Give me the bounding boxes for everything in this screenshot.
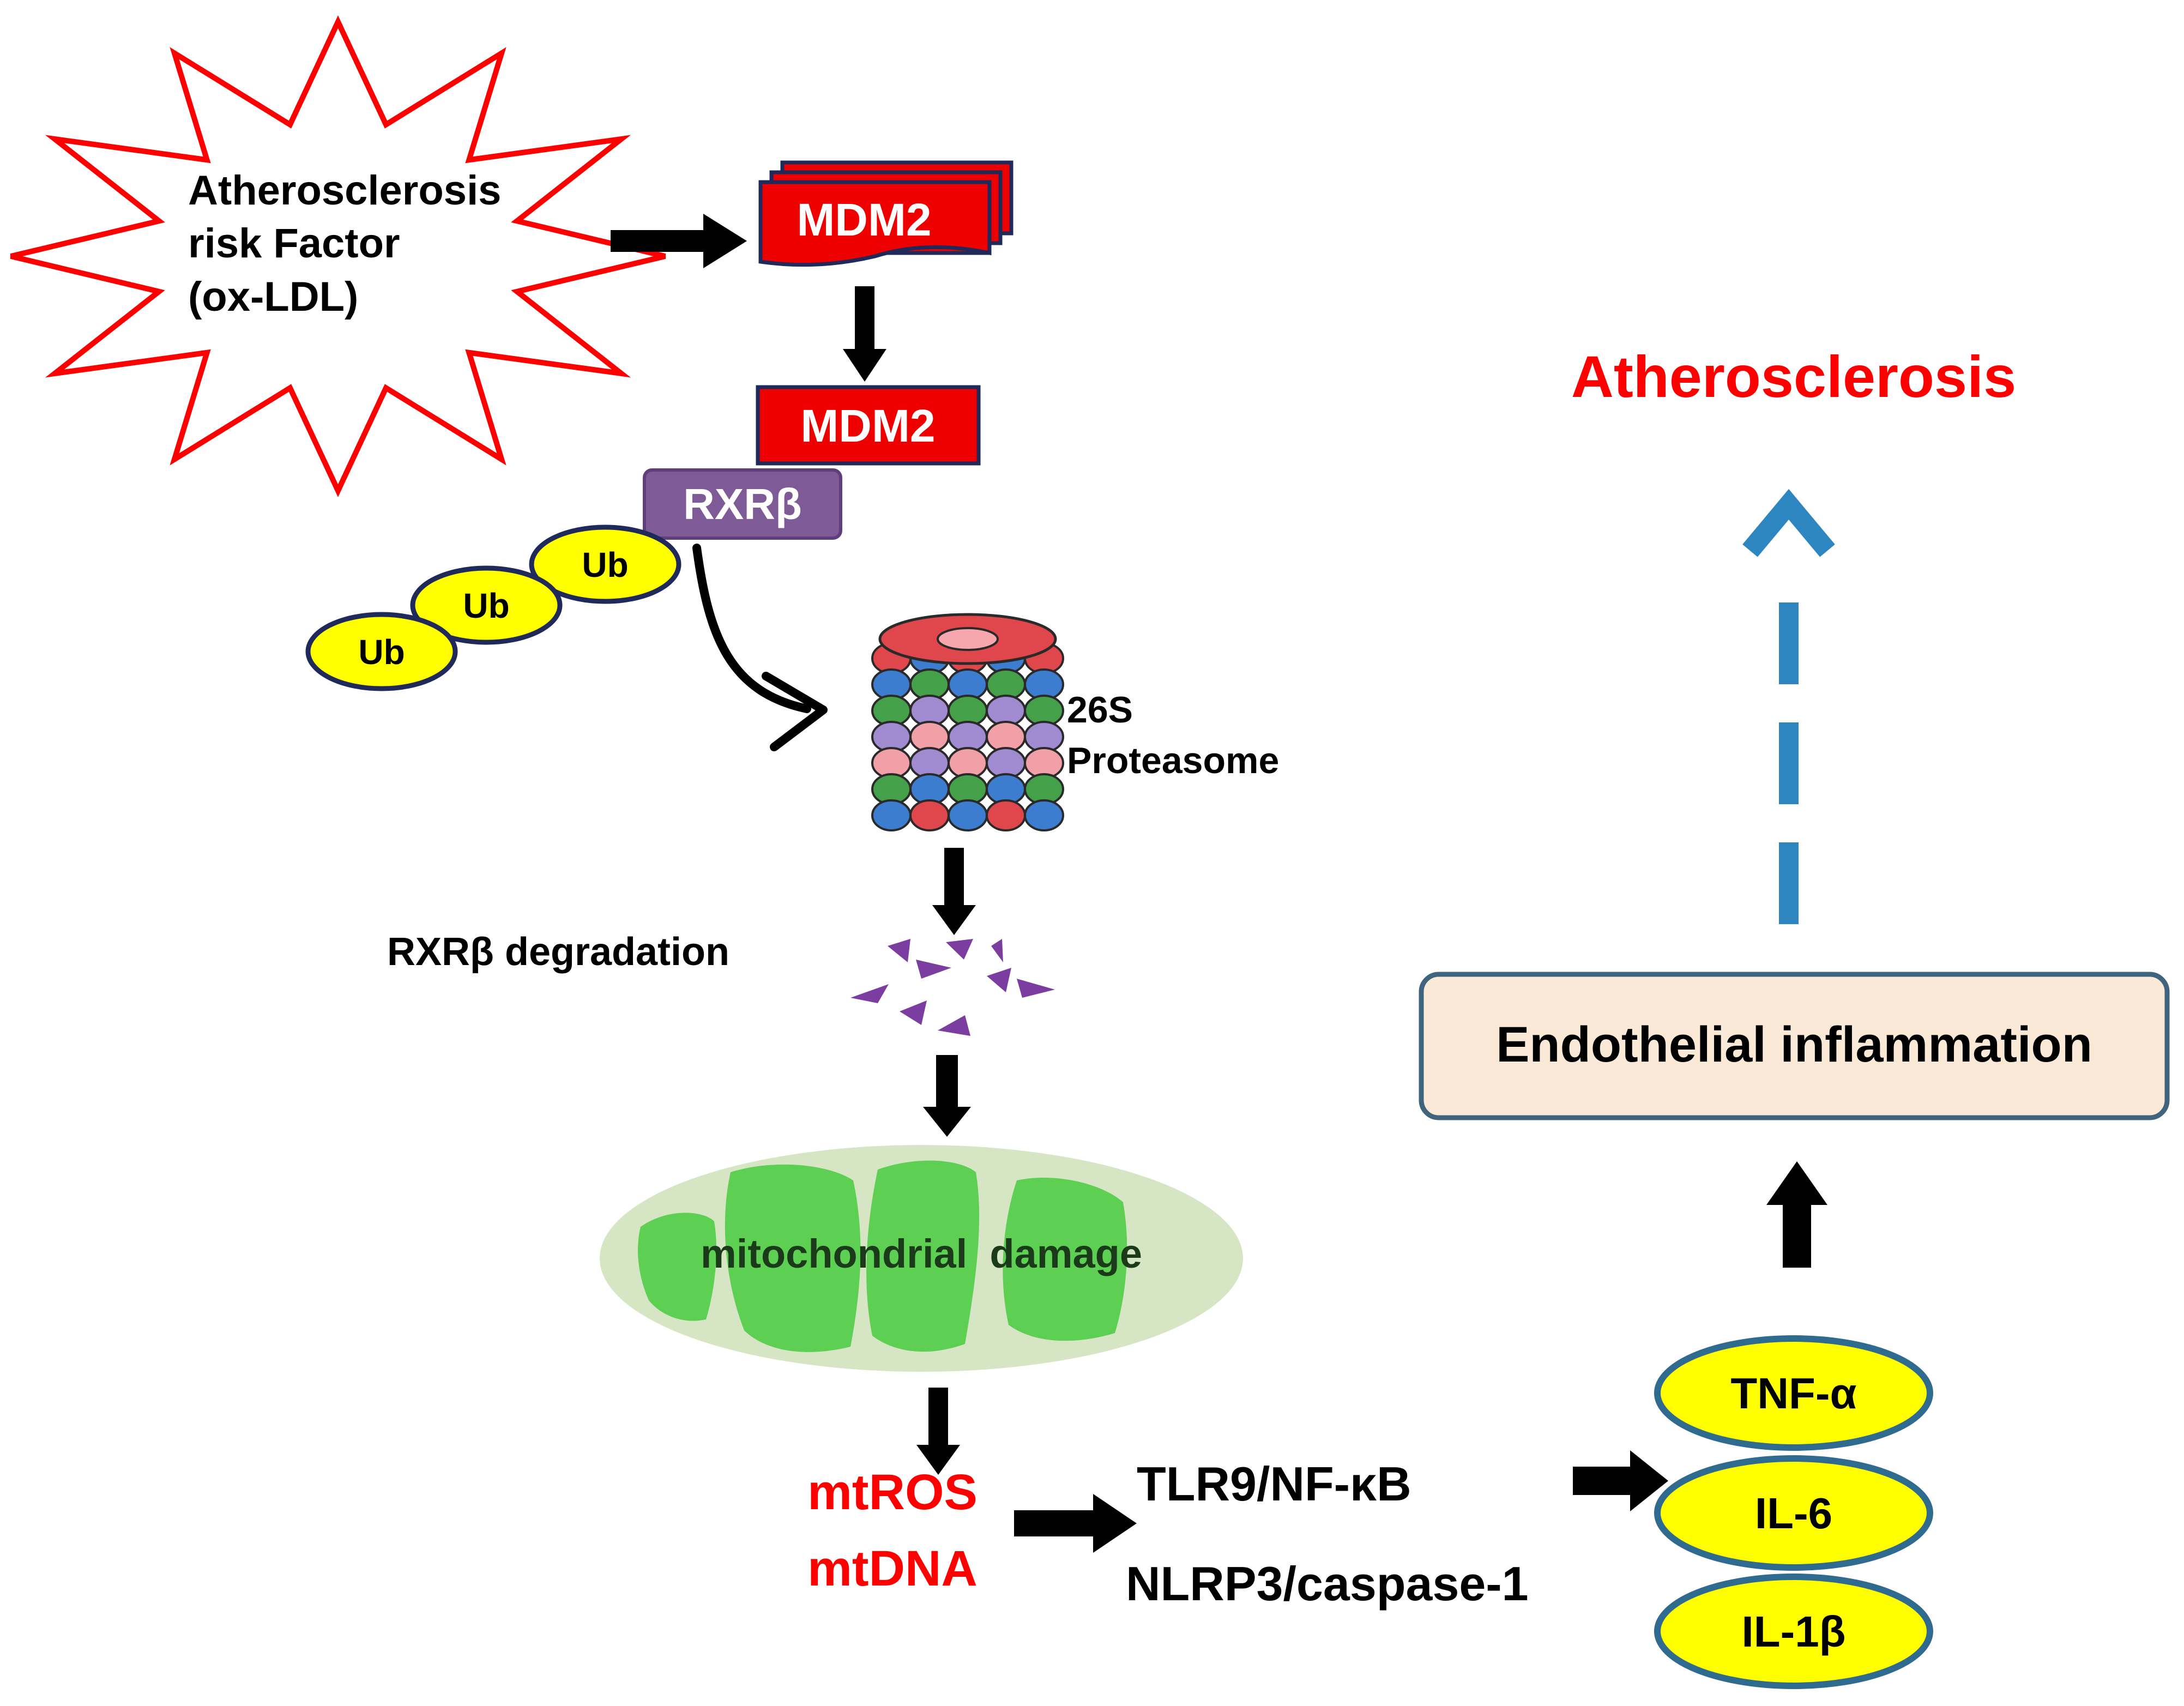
degradation-label: RXRβ degradation <box>387 930 729 974</box>
ub-label-3: Ub <box>582 545 628 584</box>
rxrb-label: RXRβ <box>683 480 802 528</box>
endothelial-inflammation-box: Endothelial inflammation <box>1419 972 2170 1120</box>
atherosclerosis-outcome-label: Atherosclerosis <box>1571 343 2016 409</box>
ubiquitin-chain: Ub Ub Ub <box>305 525 681 691</box>
risk-factor-line-1: Atherosclerosis <box>188 167 501 214</box>
tnfa-label: TNF-α <box>1730 1369 1856 1418</box>
proteasome-subunit <box>1024 799 1064 831</box>
mdm2-stack: MDM2 <box>758 160 1013 267</box>
arrow-to-proteasome <box>692 544 828 751</box>
arrow-to-cytokines <box>1573 1450 1668 1511</box>
rxrb-box: RXRβ <box>643 468 842 540</box>
proteasome-cap-opening <box>937 627 999 651</box>
risk-factor-line-2: risk Factor <box>188 220 400 267</box>
il1b-ellipse <box>1654 1574 1933 1689</box>
proteasome-label-line-1: 26S <box>1067 689 1133 731</box>
proteasome-label-line-2: Proteasome <box>1067 740 1279 781</box>
proteasome-subunit <box>948 799 988 831</box>
arrow-to-inflammation <box>1766 1161 1827 1268</box>
ub-label-2: Ub <box>463 586 509 625</box>
ub-label-1: Ub <box>358 632 405 672</box>
risk-factor-starburst: Atherosclerosis risk Factor (ox-LDL) <box>10 15 666 497</box>
mtros-label: mtROS <box>807 1464 978 1520</box>
tnfa-ellipse <box>1654 1335 1933 1451</box>
arrow-proteasome-down <box>932 848 976 935</box>
mdm2-stacked-label: MDM2 <box>797 194 931 245</box>
mtdna-label: mtDNA <box>807 1541 978 1596</box>
mitochondrion: mitochondrial damage <box>600 1145 1243 1372</box>
mdm2-bound-label: MDM2 <box>800 400 935 451</box>
nlrp3-caspase1-label: NLRP3/caspase-1 <box>1126 1557 1529 1611</box>
arrow-mito-down <box>916 1388 960 1475</box>
proteasome-icon <box>871 613 1064 831</box>
proteasome-subunit <box>909 799 950 831</box>
ub-bead-1 <box>305 612 458 691</box>
cytokine-stack: TNF-α IL-6 IL-1β <box>1654 1335 1933 1689</box>
mdm2-bound: MDM2 <box>756 385 981 466</box>
proteasome-subunit <box>871 799 912 831</box>
risk-factor-line-3: (ox-LDL) <box>188 274 358 320</box>
proteasome-subunit <box>986 799 1026 831</box>
starburst-shape <box>10 15 666 497</box>
endothelial-inflammation-label: Endothelial inflammation <box>1496 1017 2092 1072</box>
tlr9-nfkb-label: TLR9/NF-κB <box>1137 1457 1411 1511</box>
arrow-risk-to-mdm2 <box>611 214 747 268</box>
arrow-to-pathways <box>1014 1494 1137 1553</box>
dashed-arrow-up <box>1742 489 1835 924</box>
il6-ellipse <box>1654 1455 1933 1571</box>
arrow-mdm2-down <box>843 286 886 382</box>
degradation-fragments <box>850 939 1055 1036</box>
il6-label: IL-6 <box>1755 1489 1832 1538</box>
arrow-degradation-down <box>923 1055 971 1137</box>
ub-bead-2 <box>410 565 563 645</box>
il1b-label: IL-1β <box>1741 1607 1845 1656</box>
ub-bead-3 <box>529 525 681 604</box>
mitochondrial-damage-label: mitochondrial damage <box>701 1231 1142 1276</box>
